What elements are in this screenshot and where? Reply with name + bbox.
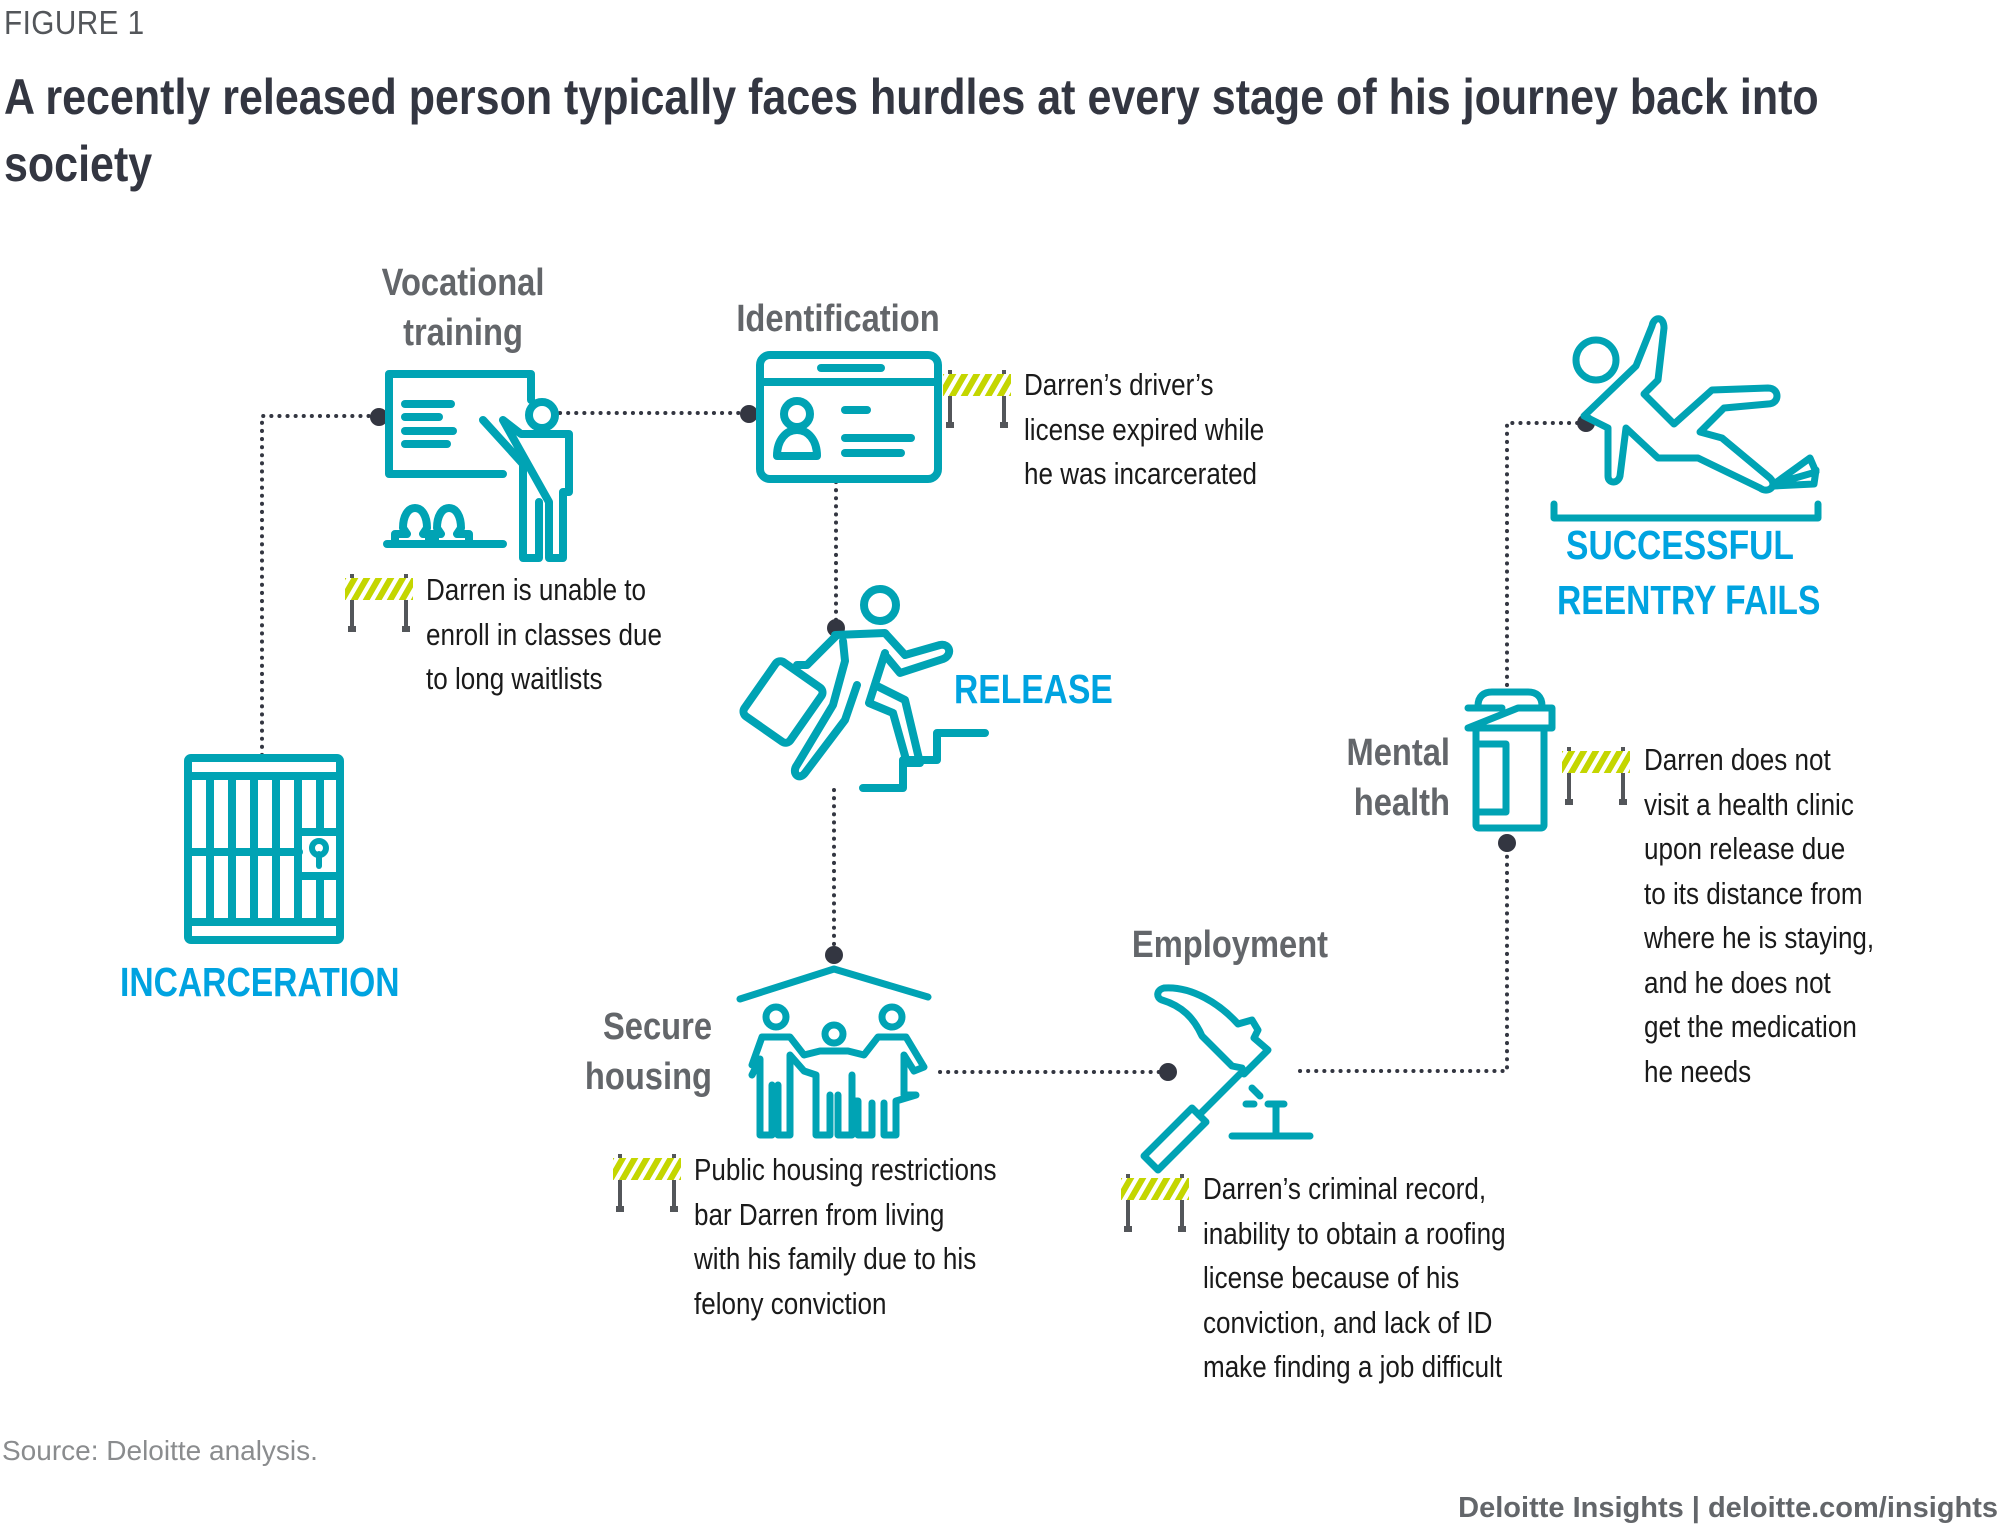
barrier-line: upon release due xyxy=(1644,831,1846,866)
barrier-line: make finding a job difficult xyxy=(1203,1349,1503,1384)
node-dot-mental xyxy=(1498,834,1516,852)
barrier-text-housing: Public housing restrictions bar Darren f… xyxy=(694,1148,997,1326)
person-leaving-with-briefcase-icon xyxy=(739,585,989,792)
stage-label-identification: Identification xyxy=(736,298,940,340)
barrier-line: Darren is unable to xyxy=(426,572,647,607)
milestone-end: SUCCESSFUL REENTRY FAILS xyxy=(1557,518,1821,628)
teacher-presentation-icon xyxy=(383,370,573,562)
connector-incarceration-vocational xyxy=(260,414,382,757)
stage-label-mental-line2: health xyxy=(1353,782,1450,824)
roadblock-icon xyxy=(943,370,1011,428)
stage-label-vocational-line1: Vocational xyxy=(381,262,545,304)
stage-label-vocational-line2: training xyxy=(403,312,523,354)
barrier-line: with his family due to his xyxy=(694,1241,977,1276)
stage-label-housing: Secure housing xyxy=(454,1002,712,1102)
barrier-line: license because of his xyxy=(1203,1260,1460,1295)
person-slipping-icon xyxy=(1550,315,1822,522)
milestone-end-line2: REENTRY FAILS xyxy=(1557,577,1821,623)
barrier-line: enroll in classes due xyxy=(426,616,662,652)
barrier-line: conviction, and lack of ID xyxy=(1203,1304,1493,1340)
figure-label: FIGURE 1 xyxy=(4,4,145,41)
stage-label-vocational: Vocational training xyxy=(334,258,592,358)
figure-title: A recently released person typically fac… xyxy=(4,69,1819,192)
stage-label-housing-line1: Secure xyxy=(602,1006,712,1048)
barrier-text-employment: Darren’s criminal record, inability to o… xyxy=(1203,1167,1506,1390)
stage-label-housing-line2: housing xyxy=(584,1056,712,1098)
roadblock-icon xyxy=(613,1154,681,1212)
pill-bottle-icon xyxy=(1464,688,1556,832)
connector-mental-end xyxy=(1505,421,1588,687)
barrier-line: bar Darren from living xyxy=(694,1196,945,1232)
milestone-release: RELEASE xyxy=(954,666,1113,712)
barrier-text-mental-health: Darren does not visit a health clinic up… xyxy=(1644,738,1874,1094)
barrier-line: he was incarcerated xyxy=(1024,456,1258,491)
barrier-line: to its distance from xyxy=(1644,875,1863,911)
barrier-line: Darren’s criminal record, xyxy=(1203,1171,1487,1206)
publisher-credit: Deloitte Insights | deloitte.com/insight… xyxy=(1458,1492,1998,1524)
node-dot-housing xyxy=(825,946,843,964)
id-card-icon xyxy=(756,351,942,483)
roadblock-icon xyxy=(345,574,413,632)
barrier-line: Public housing restrictions xyxy=(694,1152,997,1187)
node-dot-identification xyxy=(740,405,758,423)
barrier-text-vocational: Darren is unable to enroll in classes du… xyxy=(426,568,662,702)
barrier-line: Darren does not xyxy=(1644,742,1831,777)
barrier-text-identification: Darren’s driver’s license expired while … xyxy=(1024,363,1264,497)
jail-cell-icon xyxy=(184,754,344,944)
barrier-line: where he is staying, xyxy=(1644,920,1875,955)
barrier-line: to long waitlists xyxy=(426,661,603,696)
source-note: Source: Deloitte analysis. xyxy=(2,1435,318,1466)
barrier-line: he needs xyxy=(1644,1053,1752,1089)
node-dot-employment xyxy=(1159,1063,1177,1081)
barrier-line: felony conviction xyxy=(694,1285,887,1321)
barrier-line: inability to obtain a roofing xyxy=(1203,1215,1506,1251)
barrier-line: and he does not xyxy=(1644,964,1831,1000)
milestone-end-line1: SUCCESSFUL xyxy=(1566,522,1794,568)
stage-label-employment: Employment xyxy=(1131,924,1329,966)
barrier-line: get the medication xyxy=(1644,1009,1857,1044)
barrier-line: visit a health clinic xyxy=(1644,786,1854,822)
roadblock-icon xyxy=(1562,747,1630,805)
barrier-line: license expired while xyxy=(1024,411,1265,447)
node-dot-vocational xyxy=(370,408,388,426)
stage-label-mental-health: Mental health xyxy=(1192,728,1450,828)
milestone-incarceration: INCARCERATION xyxy=(120,959,400,1005)
roadblock-icon xyxy=(1121,1174,1189,1232)
family-under-roof-icon xyxy=(736,965,932,1139)
stage-label-mental-line1: Mental xyxy=(1346,732,1450,774)
hammer-icon xyxy=(1140,984,1314,1174)
barrier-line: Darren’s driver’s xyxy=(1024,367,1214,402)
